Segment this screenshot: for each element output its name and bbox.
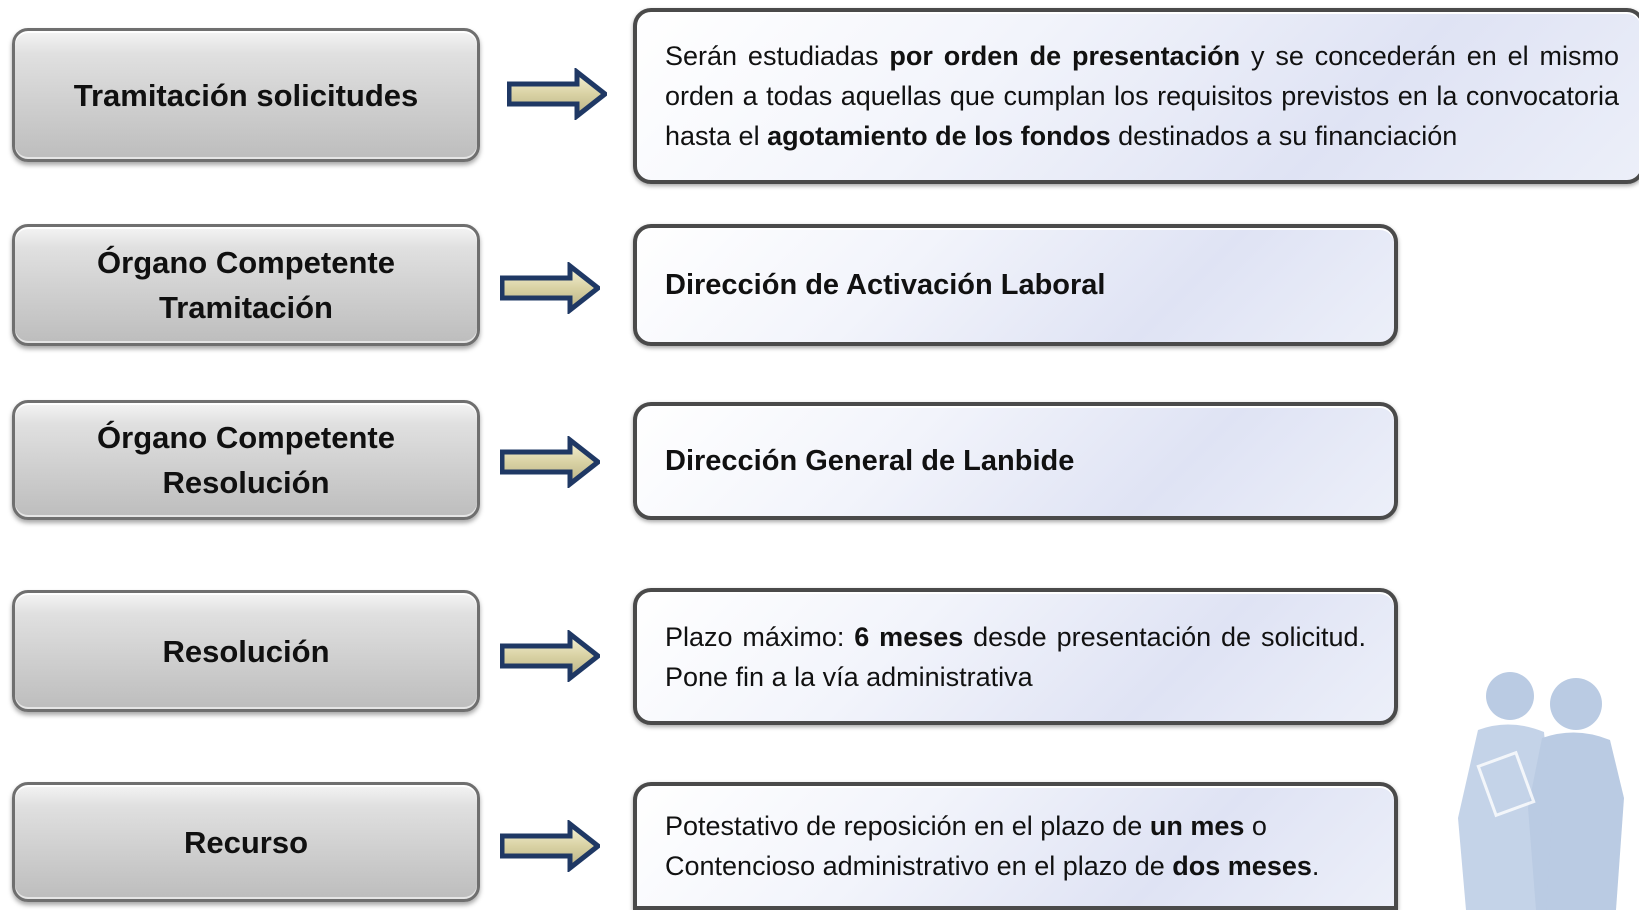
label-line: Resolución — [162, 465, 330, 500]
text-run: desde presentación de solicitud. Pone fi… — [665, 621, 1366, 692]
text-run: o — [1244, 811, 1267, 841]
content-organo-tramitacion: Dirección de Activación Laboral — [633, 224, 1398, 346]
label-organo-tramitacion: Órgano Competente Tramitación — [12, 224, 480, 346]
people-silhouette-icon — [1458, 672, 1624, 910]
text-run: Plazo máximo: — [665, 621, 855, 652]
bold-text: agotamiento de los fondos — [767, 121, 1111, 151]
arrow-right-icon — [500, 820, 600, 872]
label-tramitacion-solicitudes: Tramitación solicitudes — [12, 28, 480, 162]
content-text: Dirección General de Lanbide — [665, 445, 1075, 477]
content-text: Dirección de Activación Laboral — [665, 269, 1106, 301]
text-run: Potestativo de reposición en el plazo de — [665, 811, 1150, 841]
text-run: Serán estudiadas — [665, 41, 890, 71]
label-text: Órgano Competente Tramitación — [97, 240, 395, 330]
label-organo-resolucion: Órgano Competente Resolución — [12, 400, 480, 520]
content-text: Serán estudiadas por orden de presentaci… — [637, 36, 1639, 156]
bold-text: dos meses — [1172, 851, 1312, 881]
arrow-right-icon — [500, 630, 600, 682]
text-run: Contencioso administrativo en el plazo d… — [665, 851, 1173, 881]
label-line: Órgano Competente — [97, 245, 395, 280]
label-resolucion: Resolución — [12, 590, 480, 712]
bold-text: por orden de presentación — [889, 41, 1241, 71]
bold-text: 6 meses — [854, 621, 964, 652]
arrow-right-icon — [500, 262, 600, 314]
bold-text: un mes — [1149, 811, 1245, 841]
text-run: y se concederán en el mismo orden a toda… — [665, 41, 1619, 151]
content-tramitacion-solicitudes: Serán estudiadas por orden de presentaci… — [633, 8, 1639, 184]
content-resolucion: Plazo máximo: 6 meses desde presentación… — [633, 588, 1398, 725]
label-line: Órgano Competente — [97, 420, 395, 455]
label-text: Recurso — [183, 824, 309, 860]
content-text: Potestativo de reposición en el plazo de… — [637, 806, 1394, 886]
text-run: . — [1311, 851, 1320, 881]
text-run: destinados a su financiación — [1110, 121, 1458, 151]
label-line: Tramitación — [159, 290, 333, 325]
content-text: Plazo máximo: 6 meses desde presentación… — [637, 617, 1394, 697]
content-organo-resolucion: Dirección General de Lanbide — [633, 402, 1398, 520]
arrow-right-icon — [507, 68, 607, 120]
label-text: Órgano Competente Resolución — [97, 415, 395, 505]
content-recurso: Potestativo de reposición en el plazo de… — [633, 782, 1398, 910]
arrow-right-icon — [500, 436, 600, 488]
label-recurso: Recurso — [12, 782, 480, 902]
label-text: Tramitación solicitudes — [73, 77, 419, 113]
label-text: Resolución — [162, 633, 330, 669]
